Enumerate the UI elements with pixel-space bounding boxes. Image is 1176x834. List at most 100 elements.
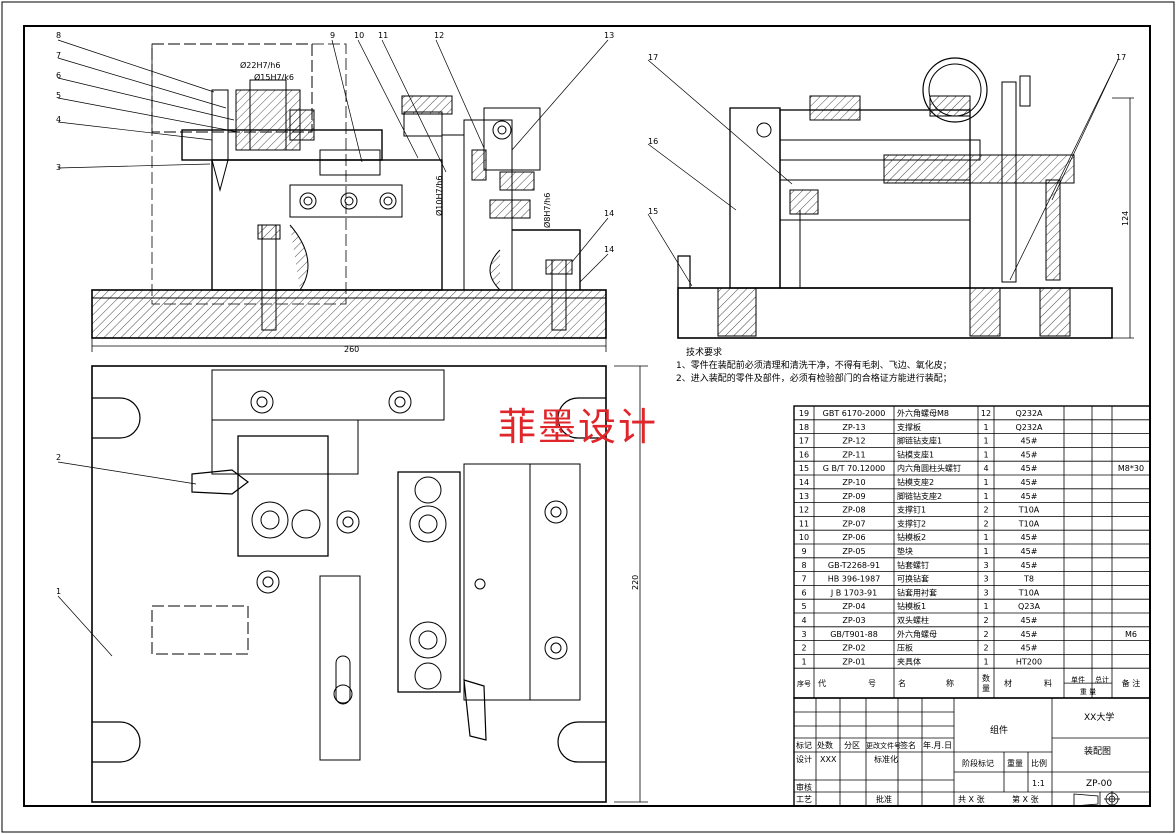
bom-cell-material: 45# bbox=[1021, 478, 1038, 487]
bom-cell-no: 12 bbox=[799, 506, 809, 515]
bom-cell-note: M6 bbox=[1125, 630, 1137, 639]
bom-cell-code: ZP-13 bbox=[842, 423, 865, 432]
bom-cell-name: 脚链钻支座2 bbox=[897, 491, 942, 501]
balloon-3: 3 bbox=[56, 163, 61, 172]
slot-tl bbox=[92, 397, 141, 439]
dim-d15: Ø15H7/k6 bbox=[254, 72, 294, 82]
tb-date: 年.月.日 bbox=[923, 740, 952, 750]
front-view bbox=[91, 43, 607, 352]
tb-weight: 重量 bbox=[1007, 758, 1023, 768]
balloon-8: 8 bbox=[56, 31, 61, 40]
side-block bbox=[463, 463, 531, 701]
tb-design-label: 设计 bbox=[796, 754, 812, 764]
bom-cell-qty: 1 bbox=[983, 423, 988, 432]
bom-cell-no: 17 bbox=[799, 437, 809, 446]
bom-cell-code: HB 396-1987 bbox=[828, 575, 881, 584]
tb-approve: 批准 bbox=[876, 794, 892, 804]
bom-cell-qty: 2 bbox=[983, 630, 988, 639]
bom-header-qty: 数 bbox=[982, 673, 990, 683]
tb-scale-label: 比例 bbox=[1031, 758, 1047, 768]
tb-stage: 阶段标记 bbox=[962, 758, 994, 768]
bom-cell-qty: 1 bbox=[983, 533, 988, 542]
bom-cell-material: 45# bbox=[1021, 644, 1038, 653]
drill-template-plan bbox=[237, 435, 329, 557]
bom-cell-material: 45# bbox=[1021, 616, 1038, 625]
balloon-2: 2 bbox=[56, 453, 61, 462]
bom-cell-material: 45# bbox=[1021, 450, 1038, 459]
bom-cell-code: ZP-07 bbox=[842, 519, 865, 528]
bom-cell-name: 支撑板 bbox=[897, 422, 921, 432]
tech-title: 技术要求 bbox=[686, 346, 722, 358]
tb-standard: 标准化 bbox=[874, 754, 898, 764]
liner-bushing bbox=[249, 79, 287, 151]
dim-d8: Ø8H7/h6 bbox=[542, 193, 552, 228]
bom-header-code: 代 bbox=[818, 678, 826, 688]
bom-cell-name: 钻套用衬套 bbox=[897, 587, 937, 597]
balloon-14b: 14 bbox=[604, 245, 614, 254]
bom-cell-name: 压板 bbox=[897, 643, 913, 653]
drill-support-plan bbox=[319, 575, 361, 761]
bom-cell-code: ZP-06 bbox=[842, 533, 865, 542]
bom-cell-material: 45# bbox=[1021, 630, 1038, 639]
bom-header-qty: 量 bbox=[982, 684, 990, 693]
base-plan bbox=[91, 365, 607, 803]
balloon-6: 6 bbox=[56, 71, 61, 80]
bom-cell-no: 5 bbox=[801, 602, 806, 611]
bom-cell-material: Q232A bbox=[1015, 409, 1043, 418]
bom-cell-qty: 1 bbox=[983, 450, 988, 459]
bom-cell-name: 夹具体 bbox=[897, 656, 921, 666]
bom-cell-material: 45# bbox=[1021, 437, 1038, 446]
bom-cell-material: T8 bbox=[1023, 575, 1034, 584]
leader-lines bbox=[57, 39, 1119, 657]
dim-d22: Ø22H7/h6 bbox=[240, 60, 280, 70]
bom-cell-qty: 1 bbox=[983, 547, 988, 556]
swing-plate bbox=[397, 471, 461, 693]
tb-process: 工艺 bbox=[796, 795, 812, 804]
bom-cell-material: 45# bbox=[1021, 547, 1038, 556]
bom-cell-material: T10A bbox=[1018, 506, 1040, 515]
bom-cell-name: 外六角螺母 bbox=[897, 629, 937, 639]
balloon-1: 1 bbox=[56, 587, 61, 596]
bom-cell-no: 11 bbox=[799, 519, 809, 528]
bom-cell-no: 2 bbox=[801, 644, 806, 653]
bom-cell-material: 45# bbox=[1021, 533, 1038, 542]
bom-cell-name: 外六角螺母M8 bbox=[897, 408, 949, 418]
drill-plate-1 bbox=[289, 184, 403, 218]
balloon-15: 15 bbox=[648, 207, 658, 216]
balloon-17b: 17 bbox=[1116, 53, 1126, 62]
bom-cell-name: 可换钻套 bbox=[897, 574, 929, 584]
bom-cell-name: 钻模支座1 bbox=[897, 449, 934, 459]
bom-cell-name: 钻模板2 bbox=[897, 532, 926, 542]
bom-cell-no: 6 bbox=[801, 588, 806, 597]
bom-cell-code: GB-T2268-91 bbox=[828, 561, 880, 570]
tech-item-1: 1、零件在装配前必须清理和清洗干净，不得有毛刺、飞边、氧化皮； bbox=[676, 359, 952, 371]
balloon-10: 10 bbox=[354, 31, 364, 40]
stud-column bbox=[1001, 81, 1017, 283]
bom-cell-name: 脚链钻支座1 bbox=[897, 436, 942, 446]
clamp-body bbox=[211, 159, 443, 291]
bom-cell-name: 垫块 bbox=[897, 546, 913, 556]
bom-cell-material: T10A bbox=[1018, 588, 1040, 597]
bom-cell-code: GB/T901-88 bbox=[830, 630, 878, 639]
bom-cell-code: G B/T 70.12000 bbox=[823, 464, 886, 473]
bom-cell-code: ZP-11 bbox=[842, 450, 865, 459]
bom-cell-material: Q23A bbox=[1018, 602, 1040, 611]
tech-item-2: 2、进入装配的零件及部件，必须有检验部门的合格证方能进行装配； bbox=[676, 372, 952, 384]
tb-sheet-no: 第 X 张 bbox=[1012, 794, 1039, 804]
bom-cell-code: ZP-05 bbox=[842, 547, 865, 556]
drill-plate-2 bbox=[883, 154, 1075, 184]
bom-cell-qty: 1 bbox=[983, 437, 988, 446]
bom-cell-name: 钻模板1 bbox=[897, 601, 926, 611]
tb-assembly: 组件 bbox=[990, 724, 1008, 736]
bom-cell-code: ZP-01 bbox=[842, 657, 865, 666]
bom-cell-no: 14 bbox=[799, 478, 809, 487]
dim-124: 124 bbox=[1121, 211, 1130, 226]
bom-cell-qty: 2 bbox=[983, 506, 988, 515]
bom-cell-qty: 3 bbox=[983, 561, 988, 570]
bom-cell-qty: 2 bbox=[983, 644, 988, 653]
bom-cell-qty: 1 bbox=[983, 492, 988, 501]
bom-cell-no: 7 bbox=[801, 575, 806, 584]
bom-cell-code: ZP-04 bbox=[842, 602, 865, 611]
balloon-5: 5 bbox=[56, 91, 61, 100]
